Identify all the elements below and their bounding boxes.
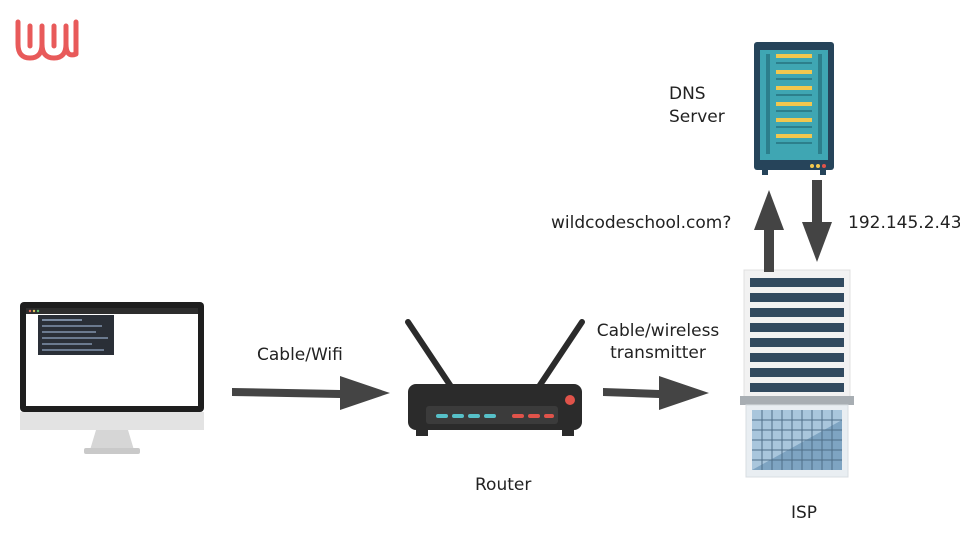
- dns-server-icon: [754, 42, 834, 175]
- isp-label: ISP: [791, 503, 818, 523]
- dns-answer-label: 192.145.2.43: [848, 213, 960, 233]
- cable-wireless-label: Cable/wireless transmitter: [588, 320, 728, 364]
- cable-wifi-label: Cable/Wifi: [257, 345, 343, 365]
- dns-line2: Server: [669, 107, 725, 127]
- computer-icon: [20, 302, 204, 454]
- arrow-answer-down: [802, 180, 832, 262]
- cable-wireless-line2: transmitter: [610, 343, 706, 363]
- arrow-query-up: [754, 190, 784, 272]
- dns-line1: DNS: [669, 84, 706, 104]
- arrow-computer-to-router: [232, 376, 390, 410]
- dns-server-label: DNS Server: [669, 83, 725, 129]
- router-icon: [405, 319, 585, 436]
- arrow-router-to-isp: [603, 376, 709, 410]
- router-label: Router: [475, 475, 532, 495]
- wild-code-school-logo: [15, 19, 79, 61]
- cable-wireless-line1: Cable/wireless: [596, 321, 720, 341]
- dns-query-label: wildcodeschool.com?: [551, 213, 732, 233]
- isp-building-icon: [740, 269, 854, 478]
